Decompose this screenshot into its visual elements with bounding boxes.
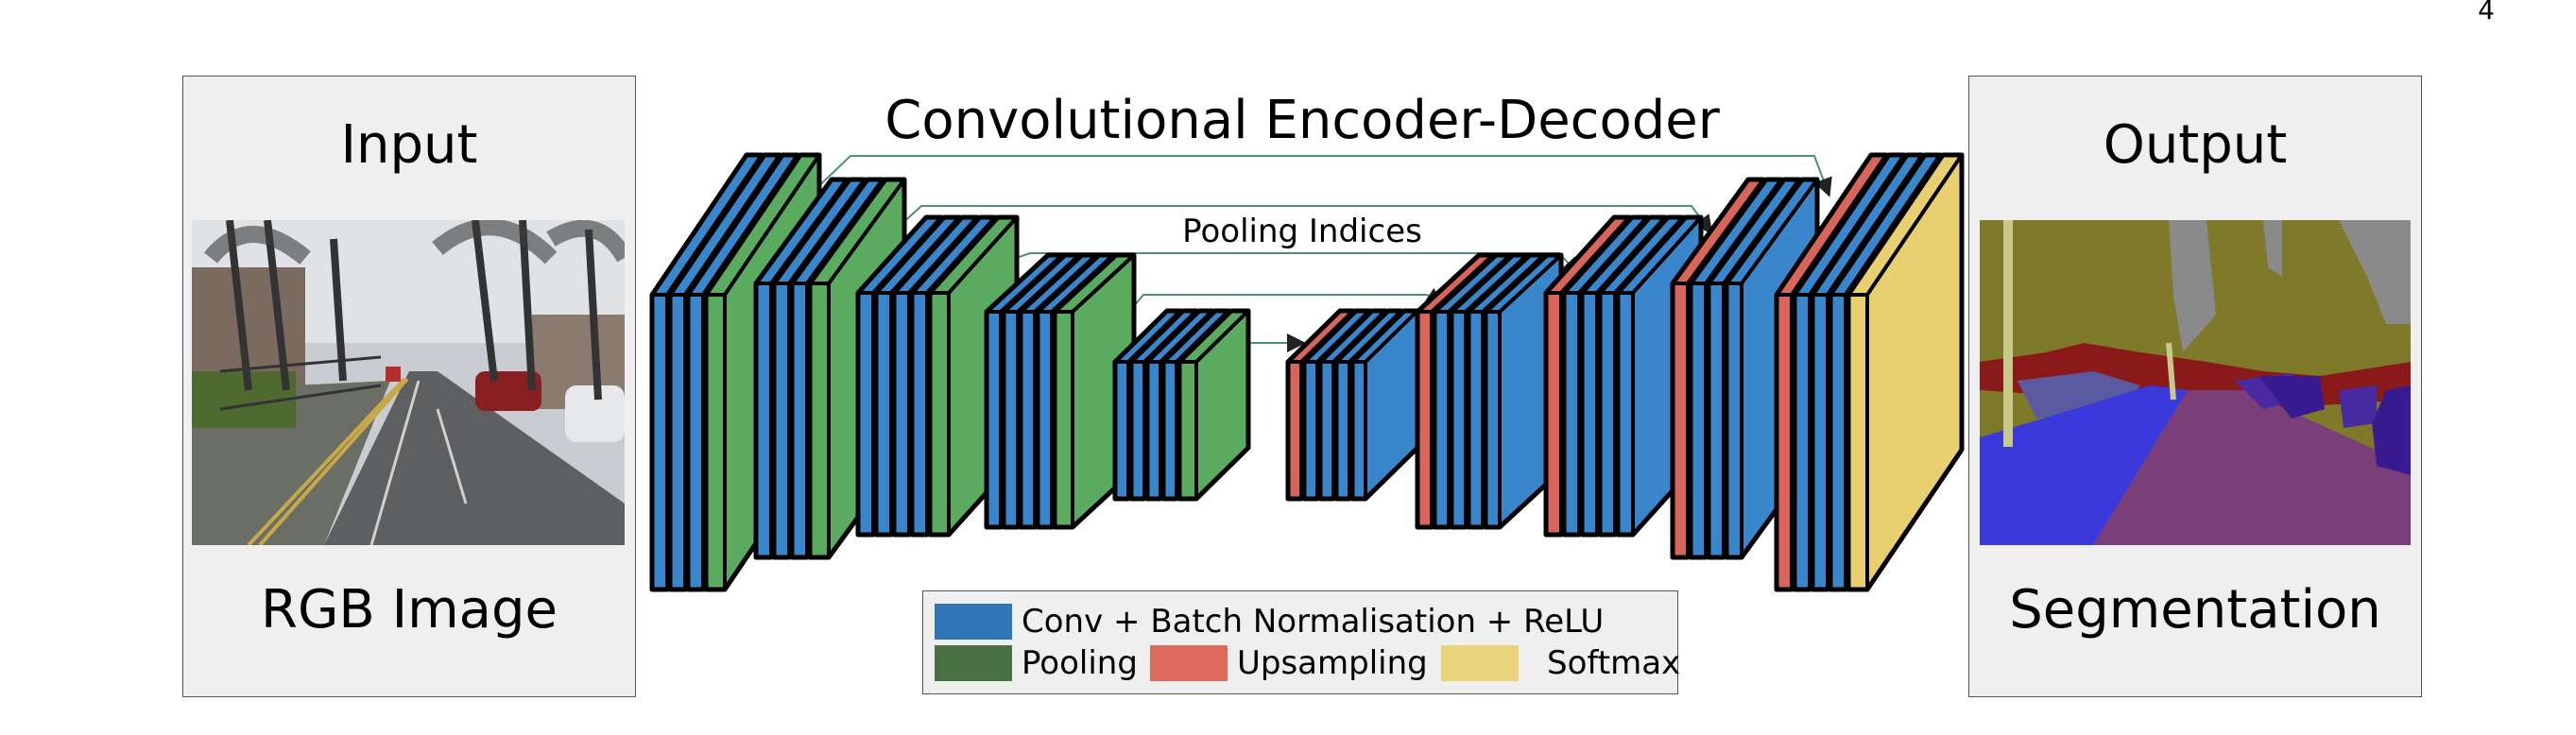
decoder-stage-1-layer-5 [1846,152,1965,592]
diagram-title: Convolutional Encoder-Decoder [884,90,1720,151]
output-title: Output [2103,114,2288,176]
legend-label-pooling: Pooling [1022,644,1138,682]
legend-label-conv: Conv + Batch Normalisation + ReLU [1022,603,1605,641]
legend-item-upsampling: Upsampling [1150,644,1428,682]
output-caption: Segmentation [2009,579,2381,641]
street-scene-image [192,220,625,545]
decoder-stage-4-layer-5 [1483,252,1564,530]
legend-label-softmax: Softmax [1547,644,1681,682]
legend-item-conv: Conv + Batch Normalisation + ReLU [935,603,1604,641]
segmentation-map-image [1980,220,2411,545]
encoder-stage-5-layer-5 [1176,308,1251,502]
pooling-indices-arrow-1 [807,155,1832,197]
legend-swatch-upsampling [1150,645,1228,681]
input-caption: RGB Image [261,579,558,641]
input-panel: Input RGB Image [182,76,636,697]
legend-swatch-pooling [935,645,1012,681]
legend-swatch-softmax [1441,645,1519,681]
input-title: Input [340,114,478,176]
pooling-indices-label: Pooling Indices [1182,213,1422,250]
legend-item-softmax: Softmax [1441,644,1680,682]
layer-blocks [649,152,1965,592]
legend: Conv + Batch Normalisation + ReLU Poolin… [922,590,1680,694]
legend-swatch-conv [935,604,1012,640]
legend-item-pooling: Pooling [935,644,1138,682]
page-number: 4 [2478,0,2495,26]
output-panel: Output Segmentation [1968,76,2422,697]
legend-label-upsampling: Upsampling [1237,644,1428,682]
